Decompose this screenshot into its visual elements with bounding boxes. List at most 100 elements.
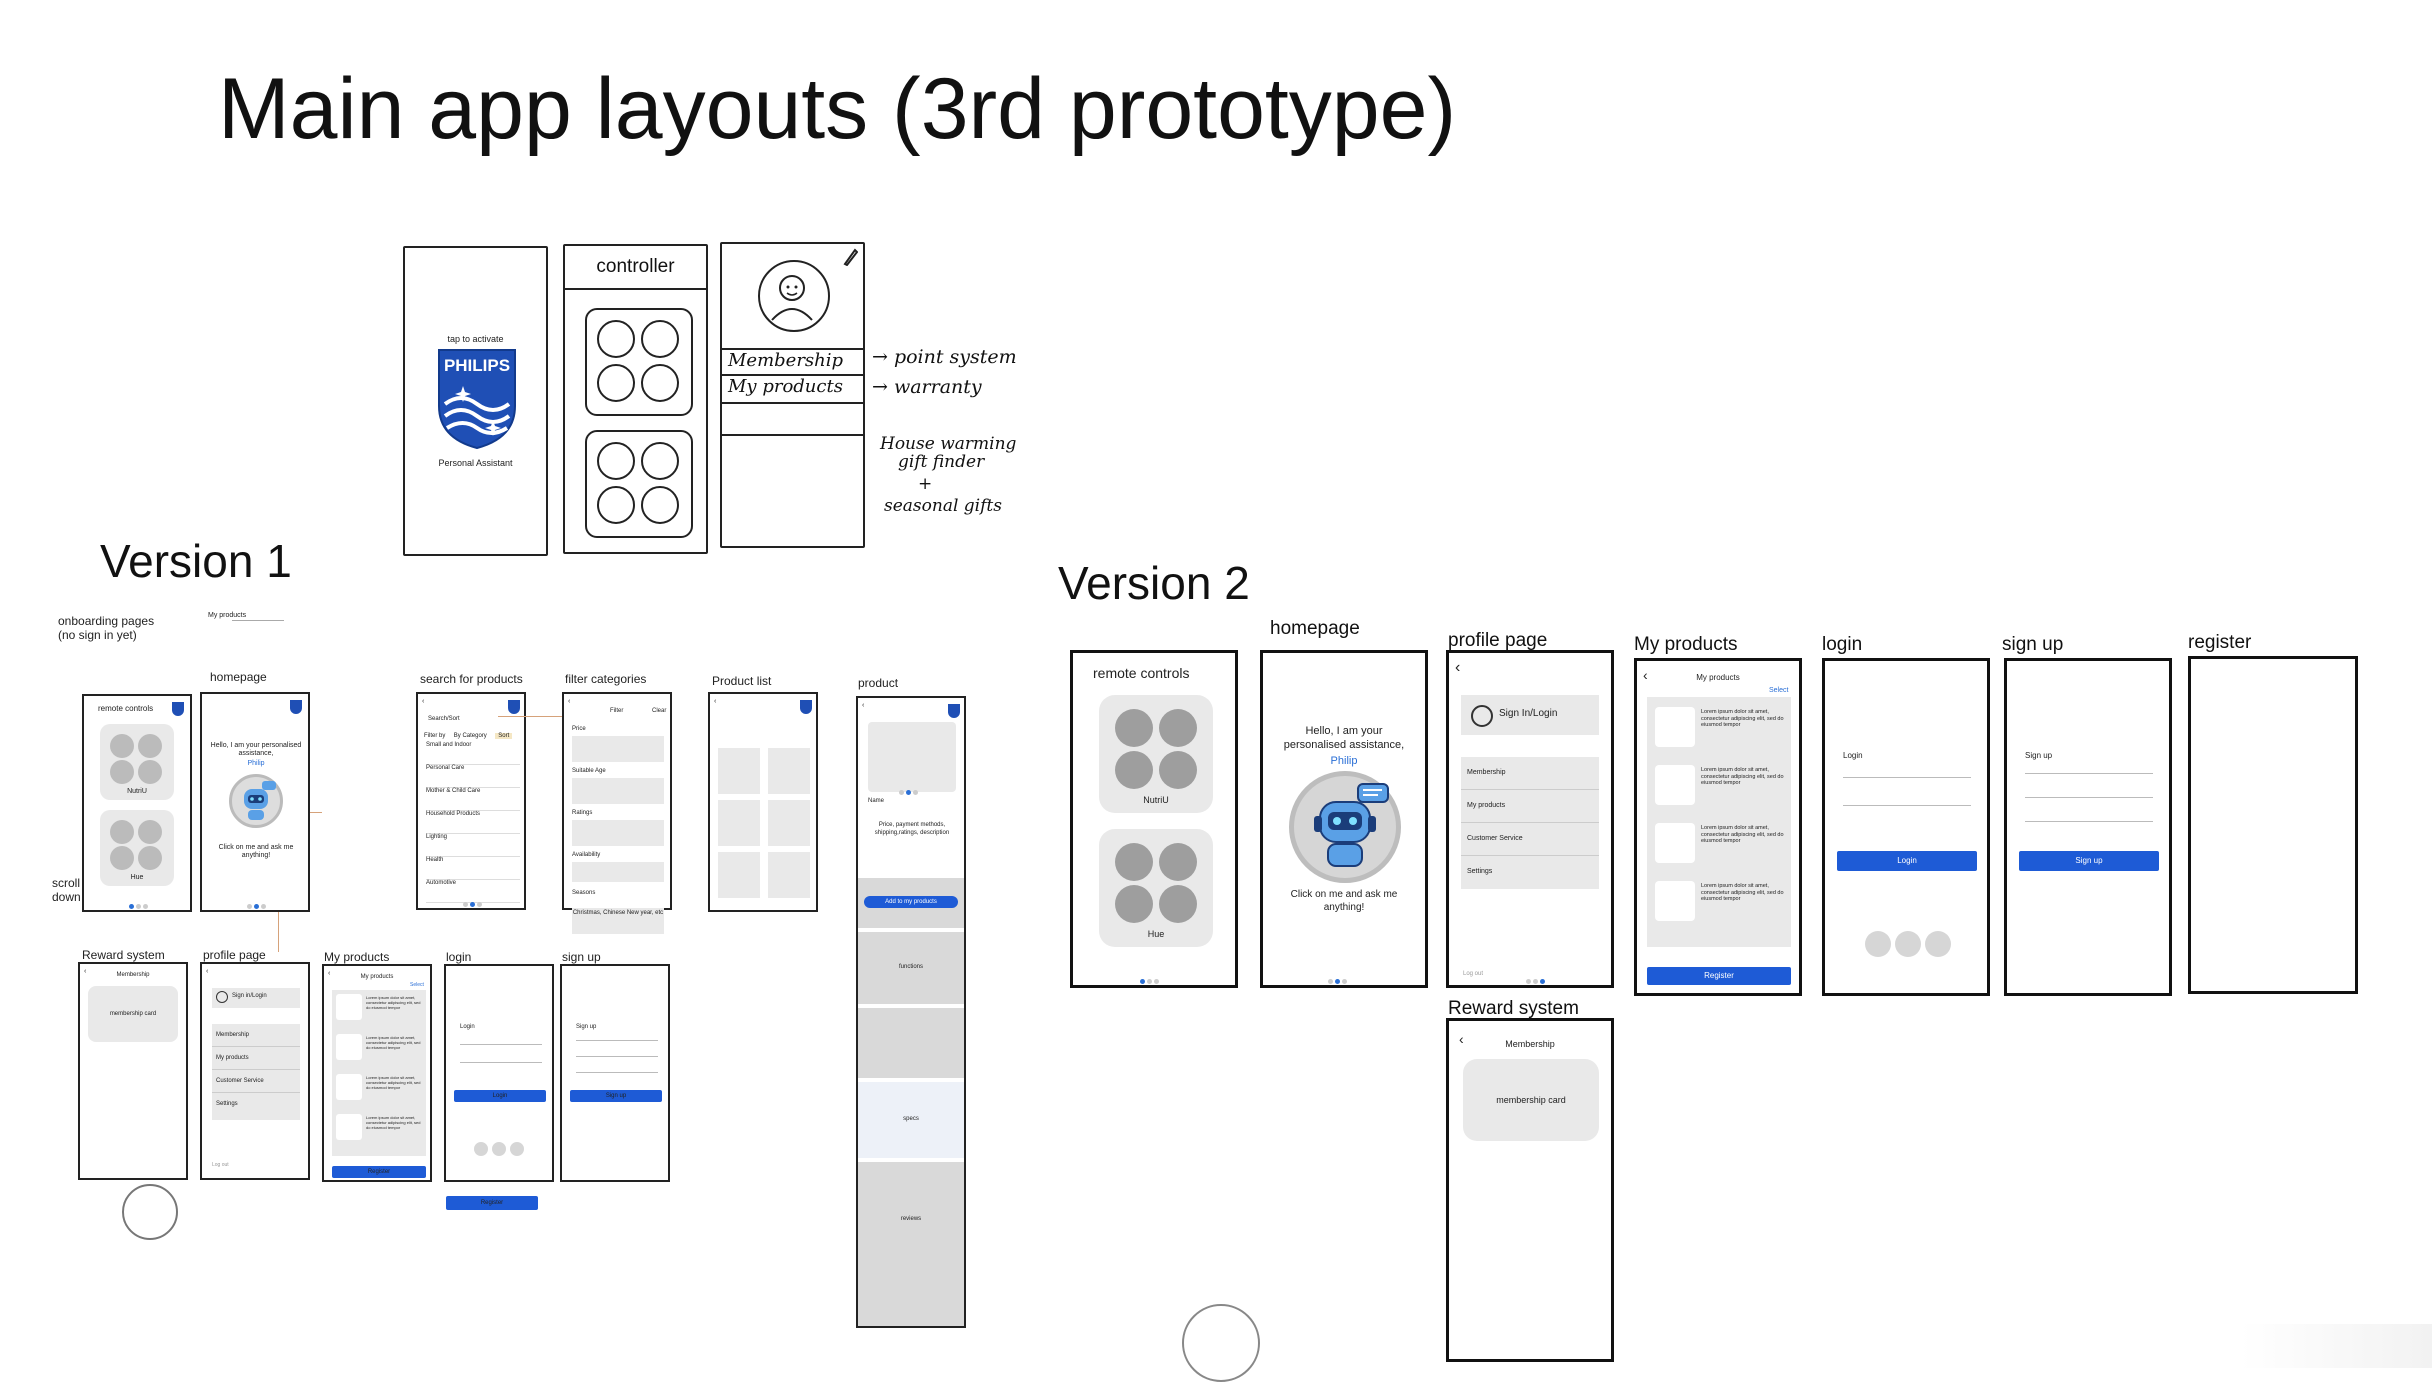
v2-reward-screen[interactable]: ‹ Membership membership card	[1446, 1018, 1614, 1362]
profile-row[interactable]: Membership	[1461, 757, 1599, 790]
filter-row[interactable]: Price	[572, 726, 586, 732]
back-chevron-icon[interactable]: ‹	[714, 698, 717, 705]
profile-row[interactable]: Customer Service	[1461, 823, 1599, 856]
back-chevron-icon[interactable]: ‹	[328, 970, 331, 977]
chip-sort[interactable]: Sort	[495, 733, 513, 739]
profile-row[interactable]: Membership	[212, 1024, 300, 1047]
product-tile[interactable]	[718, 800, 760, 846]
social-login-icon[interactable]	[1925, 931, 1951, 957]
v1-login-button[interactable]: Login	[454, 1090, 546, 1102]
product-tile[interactable]	[718, 748, 760, 794]
v1-logout[interactable]: Log out	[212, 1162, 229, 1168]
back-chevron-icon[interactable]: ‹	[862, 702, 865, 709]
v2-homepage-screen[interactable]: Hello, I am your personalised assistance…	[1260, 650, 1428, 988]
v1-reward-screen[interactable]: ‹ Membership membership card	[78, 962, 188, 1180]
social-login-icon[interactable]	[492, 1142, 506, 1156]
v1-select-link[interactable]: Select	[410, 982, 424, 988]
v1-login-screen[interactable]: Login Login	[444, 964, 554, 1182]
username-field[interactable]	[576, 1056, 658, 1057]
username-field[interactable]	[460, 1044, 542, 1045]
profile-row[interactable]: Customer Service	[212, 1070, 300, 1093]
password-field[interactable]	[576, 1072, 658, 1073]
v2-login-button[interactable]: Login	[1837, 851, 1977, 871]
v2-select-link[interactable]: Select	[1769, 687, 1789, 694]
back-chevron-icon[interactable]: ‹	[1455, 659, 1461, 676]
username-field[interactable]	[1843, 777, 1971, 778]
profile-row[interactable]: Settings	[216, 1101, 238, 1107]
chip-category[interactable]: By Category	[453, 733, 487, 739]
filter-field[interactable]	[572, 862, 664, 882]
v1-filter-clear[interactable]: Clear	[652, 708, 667, 714]
v2-remote-card-hue[interactable]: Hue	[1099, 829, 1213, 947]
v2-myproducts-screen[interactable]: ‹ My products Select Lorem ipsum dolor s…	[1634, 658, 1802, 996]
filter-row[interactable]: Availability	[572, 852, 601, 858]
password-field[interactable]	[1843, 805, 1971, 806]
search-row[interactable]: Household Products	[426, 811, 520, 834]
back-chevron-icon[interactable]: ‹	[1459, 1031, 1464, 1047]
v1-login-register-button[interactable]: Register	[446, 1196, 538, 1210]
username-field[interactable]	[2025, 797, 2153, 798]
product-tile[interactable]	[768, 800, 810, 846]
add-to-my-products-button[interactable]: Add to my products	[864, 896, 958, 908]
v2-logout[interactable]: Log out	[1463, 971, 1484, 977]
v1-membership-card[interactable]: membership card	[88, 986, 178, 1042]
product-tile[interactable]	[768, 852, 810, 898]
filter-field[interactable]	[572, 820, 664, 846]
v1-myproducts-screen[interactable]: ‹ My products Select Lorem ipsum dolor s…	[322, 964, 432, 1182]
v2-signin-row[interactable]: Sign In/Login	[1461, 695, 1599, 735]
v2-register-screen[interactable]	[2188, 656, 2358, 994]
social-login-icon[interactable]	[1895, 931, 1921, 957]
robot-assistant-icon[interactable]	[229, 774, 283, 828]
filter-row[interactable]: Suitable Age	[572, 768, 606, 774]
v2-membership-card[interactable]: membership card	[1463, 1059, 1599, 1141]
v1-signin-row[interactable]: Sign in/Login	[212, 988, 300, 1008]
product-tile[interactable]	[718, 852, 760, 898]
v1-product-list-screen[interactable]: ‹	[708, 692, 818, 912]
filter-row[interactable]: Seasons	[572, 890, 596, 896]
v1-profile-screen[interactable]: ‹ Sign in/Login Membership My products C…	[200, 962, 310, 1180]
v1-remote-controls-screen[interactable]: remote controls NutriU Hue	[82, 694, 192, 912]
v1-signup-screen[interactable]: Sign up Sign up	[560, 964, 670, 1182]
v1-remote-card-hue[interactable]: Hue	[100, 810, 174, 886]
v1-remote-card-nutriu[interactable]: NutriU	[100, 724, 174, 800]
v1-signup-button[interactable]: Sign up	[570, 1090, 662, 1102]
filter-field[interactable]	[572, 778, 664, 804]
v2-signup-button[interactable]: Sign up	[2019, 851, 2159, 871]
v2-profile-screen[interactable]: ‹ Sign In/Login Membership My products C…	[1446, 650, 1614, 988]
back-chevron-icon[interactable]: ‹	[84, 968, 87, 975]
search-row[interactable]: Small and Indoor	[426, 742, 520, 765]
profile-row[interactable]: My products	[212, 1047, 300, 1070]
back-chevron-icon[interactable]: ‹	[1643, 667, 1648, 683]
product-tile[interactable]	[768, 748, 810, 794]
search-row[interactable]: Health	[426, 857, 520, 880]
profile-row[interactable]: Settings	[1467, 868, 1493, 875]
v2-remote-controls-screen[interactable]: remote controls NutriU Hue	[1070, 650, 1238, 988]
v1-filter-screen[interactable]: ‹ Filter Clear Price Suitable Age Rating…	[562, 692, 672, 910]
v2-signup-screen[interactable]: Sign up Sign up	[2004, 658, 2172, 996]
search-row[interactable]: Personal Care	[426, 765, 520, 788]
back-chevron-icon[interactable]: ‹	[422, 698, 425, 705]
filter-field[interactable]	[572, 736, 664, 762]
search-row[interactable]: Mother & Child Care	[426, 788, 520, 811]
back-chevron-icon[interactable]: ‹	[568, 698, 571, 705]
password-field[interactable]	[2025, 821, 2153, 822]
social-login-icon[interactable]	[474, 1142, 488, 1156]
v2-login-screen[interactable]: Login Login	[1822, 658, 1990, 996]
v2-remote-card-nutriu[interactable]: NutriU	[1099, 695, 1213, 813]
robot-assistant-icon[interactable]	[1289, 771, 1401, 883]
email-field[interactable]	[2025, 773, 2153, 774]
search-row[interactable]: Lighting	[426, 834, 520, 857]
social-login-icon[interactable]	[1865, 931, 1891, 957]
social-login-icon[interactable]	[510, 1142, 524, 1156]
v1-search-screen[interactable]: ‹ Search/Sort Filter by By Category Sort…	[416, 692, 526, 910]
email-field[interactable]	[576, 1040, 658, 1041]
back-chevron-icon[interactable]: ‹	[206, 968, 209, 975]
v2-register-button[interactable]: Register	[1647, 967, 1791, 985]
filter-row[interactable]: Ratings	[572, 810, 593, 816]
v1-register-button[interactable]: Register	[332, 1166, 426, 1178]
profile-row[interactable]: My products	[1461, 790, 1599, 823]
chip-filter[interactable]: Filter by	[424, 733, 446, 739]
v1-product-screen[interactable]: ‹ Name Price, payment methods, shipping,…	[856, 696, 966, 1328]
password-field[interactable]	[460, 1062, 542, 1063]
v1-homepage-screen[interactable]: Hello, I am your personalised assistance…	[200, 692, 310, 912]
